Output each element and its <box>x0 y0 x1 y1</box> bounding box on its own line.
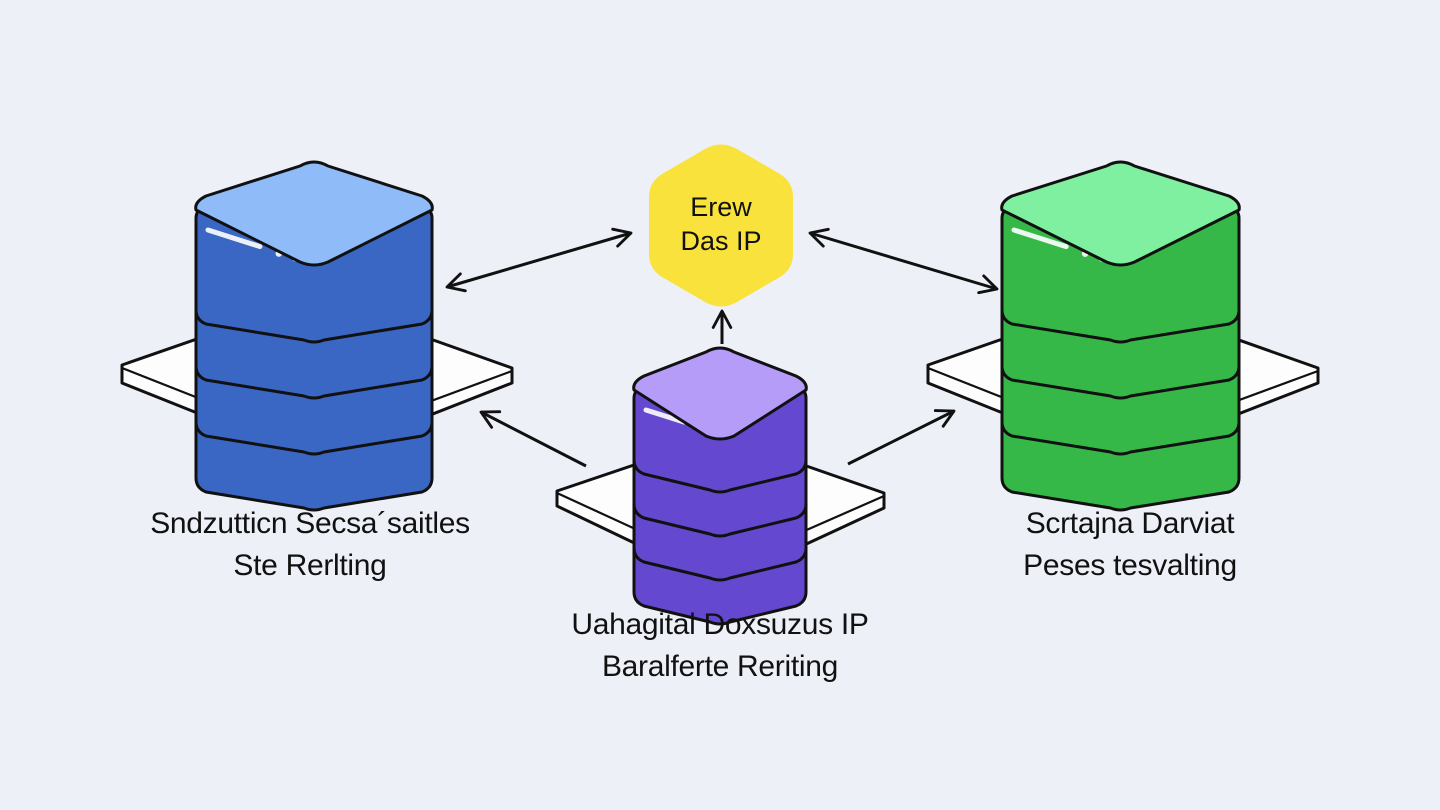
arrow-left-hub <box>445 227 633 293</box>
server-block-bottom <box>632 346 808 626</box>
server-top-face <box>632 346 808 441</box>
node-label-bottom-line1: Uahagital Doxsuzus IP <box>571 608 869 641</box>
server-stack-bottom <box>555 346 886 626</box>
server-stack-left <box>120 160 514 512</box>
status-light-bar <box>643 407 687 425</box>
node-label-left: Sndzutticn Secsa´saitles Ste Rerlting <box>110 503 510 587</box>
server-block-left <box>194 160 434 512</box>
hub-hexagon <box>649 144 793 307</box>
server-stack-right <box>926 160 1320 512</box>
server-top-face <box>1000 160 1241 267</box>
node-label-right-line2: Peses tesvalting <box>1023 549 1237 582</box>
node-label-right: Scrtajna Darviat Peses tesvalting <box>930 503 1330 587</box>
status-light-bar <box>205 227 263 250</box>
node-label-left-line1: Sndzutticn Secsa´saitles <box>150 507 470 540</box>
server-block-right <box>1000 160 1241 512</box>
arrow-bottom-left <box>479 410 587 468</box>
arrow-right-hub <box>808 227 999 295</box>
hub-label-line2: Das IP <box>680 226 762 256</box>
node-label-bottom: Uahagital Doxsuzus IP Baralferte Reritin… <box>520 604 920 688</box>
hub-label: Erew Das IP <box>649 190 793 258</box>
node-label-right-line1: Scrtajna Darviat <box>1025 507 1235 540</box>
hub-label-line1: Erew <box>690 192 752 222</box>
arrow-bottom-right <box>847 409 956 466</box>
node-label-bottom-line2: Baralferte Reriting <box>601 650 839 683</box>
server-top-face <box>194 160 434 267</box>
status-light-bar <box>1011 227 1069 250</box>
node-label-left-line2: Ste Rerlting <box>233 549 387 582</box>
